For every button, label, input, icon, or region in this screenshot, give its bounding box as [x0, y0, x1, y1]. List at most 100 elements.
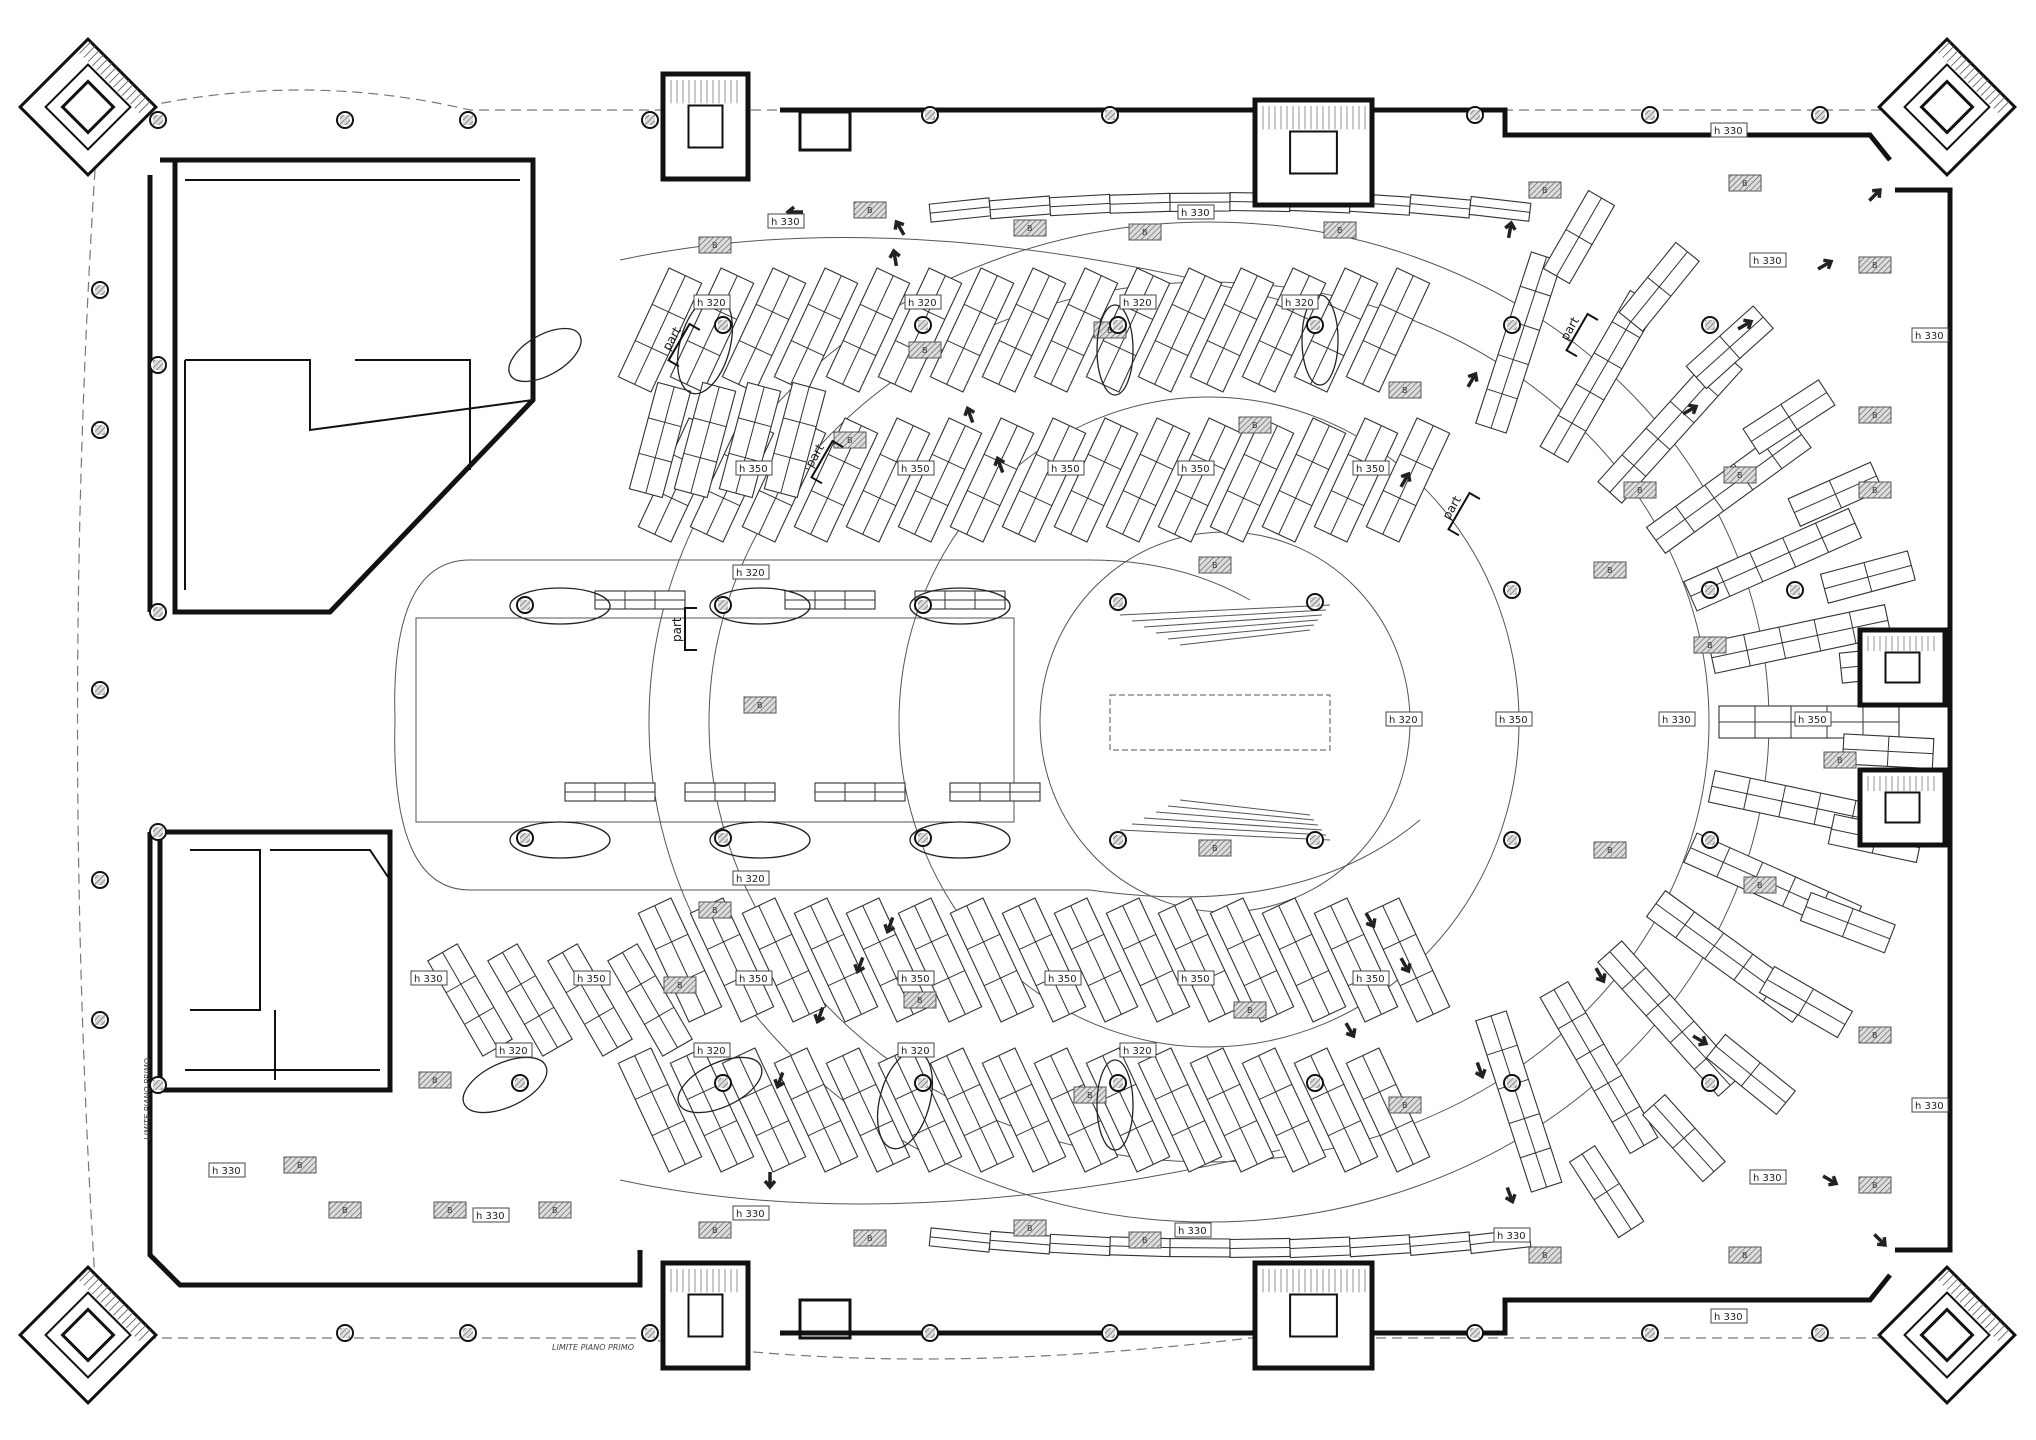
arrow-icon: [813, 1006, 826, 1025]
shelf-unit: [793, 897, 879, 1023]
bin-marker-b: B: [1858, 406, 1892, 424]
height-tag: h 330: [1749, 252, 1787, 268]
shelf-unit: [1705, 1033, 1797, 1116]
height-tag: h 330: [410, 970, 448, 986]
shelf-unit: [1001, 417, 1087, 543]
column: [1701, 316, 1719, 334]
svg-text:B: B: [1337, 226, 1343, 235]
height-tag: h 330: [1174, 1222, 1212, 1238]
column-surround: [909, 821, 1011, 859]
svg-text:B: B: [297, 1161, 303, 1170]
bin-marker-b: B: [1593, 561, 1627, 579]
bin-marker-b: B: [1858, 1026, 1892, 1044]
bin-marker-b: B: [1728, 1246, 1762, 1264]
svg-text:B: B: [342, 1206, 348, 1215]
height-tag-label: h 330: [476, 1211, 505, 1222]
column: [1811, 1324, 1829, 1342]
arrow-icon: [1466, 371, 1479, 388]
shelf-unit: [949, 897, 1035, 1023]
svg-text:B: B: [712, 241, 718, 250]
bin-marker-b: B: [698, 1221, 732, 1239]
bin-marker-b: B: [283, 1156, 317, 1174]
svg-text:B: B: [1212, 561, 1218, 570]
height-tag: h 350: [735, 460, 773, 476]
height-tag: h 320: [1281, 294, 1319, 310]
shelf-unit: [1539, 980, 1659, 1155]
shelf-unit: [718, 381, 782, 499]
column: [1109, 831, 1127, 849]
column: [1109, 1074, 1127, 1092]
bin-marker-b: B: [903, 991, 937, 1009]
arrow-icon: [1364, 912, 1377, 929]
bin-marker-b: B: [1528, 1246, 1562, 1264]
bin-marker-b: B: [1128, 223, 1162, 241]
shelf-unit: [1618, 241, 1700, 332]
bin-marker-b: B: [853, 1229, 887, 1247]
shelf-unit: [1209, 897, 1295, 1023]
height-tag-label: h 350: [1181, 974, 1210, 985]
shelf-unit: [825, 1047, 911, 1173]
column: [91, 1011, 109, 1029]
shelf-unit: [1169, 1238, 1231, 1258]
corner-towers: [17, 36, 2018, 1406]
shelf-unit: [897, 417, 983, 543]
seating-row: [1143, 614, 1323, 628]
height-tag-label: h 330: [736, 1209, 765, 1220]
height-tag: h 330: [1911, 1097, 1949, 1113]
arrow-icon: [963, 405, 976, 424]
shelf-unit: [1365, 897, 1451, 1023]
arrow-icon: [1594, 967, 1607, 984]
bin-marker-b: B: [1623, 481, 1657, 499]
svg-text:B: B: [867, 206, 873, 215]
column: [1306, 1074, 1324, 1092]
column-surround: [509, 587, 611, 625]
shelf-unit: [1189, 267, 1275, 393]
shelf-unit: [427, 943, 513, 1057]
bin-marker-b: B: [1388, 381, 1422, 399]
height-tag-label: h 330: [1714, 126, 1743, 137]
bin-marker-b: B: [1233, 1001, 1267, 1019]
column: [1503, 1074, 1521, 1092]
bin-marker-b: B: [1013, 219, 1047, 237]
arrow-icon: [883, 916, 896, 935]
bin-marker-b: B: [1238, 416, 1272, 434]
shelf-unit: [1707, 604, 1892, 675]
column: [641, 111, 659, 129]
svg-text:B: B: [1247, 1006, 1253, 1015]
shelf-unit: [1053, 897, 1139, 1023]
stair-core: [660, 1260, 751, 1371]
height-tag-label: h 350: [901, 974, 930, 985]
height-tag-label: h 330: [1181, 208, 1210, 219]
height-tag-label: h 320: [1285, 298, 1314, 309]
limit-label: LIMITE PIANO PRIMO: [552, 1343, 634, 1352]
direction-arrows: [763, 188, 1887, 1247]
column: [1641, 1324, 1659, 1342]
svg-text:B: B: [552, 1206, 558, 1215]
column-surround: [509, 821, 611, 859]
elevator: [798, 110, 852, 152]
arrow-icon: [763, 1172, 777, 1190]
corner-tower: [1876, 36, 2018, 178]
bin-marker-b: B: [433, 1201, 467, 1219]
svg-text:B: B: [757, 701, 763, 710]
bin-marker-b: B: [1013, 1219, 1047, 1237]
arrow-icon: [1344, 1022, 1357, 1039]
height-tag: h 320: [1119, 294, 1157, 310]
column: [1641, 106, 1659, 124]
column: [149, 823, 167, 841]
arrow-icon: [1873, 1233, 1887, 1247]
svg-text:B: B: [1542, 186, 1548, 195]
height-tag-label: h 350: [1051, 464, 1080, 475]
column: [459, 1324, 477, 1342]
svg-text:B: B: [867, 1234, 873, 1243]
shelf-unit: [1109, 192, 1171, 214]
column: [1811, 106, 1829, 124]
bin-marker-b: B: [328, 1201, 362, 1219]
height-tag-label: h 320: [908, 298, 937, 309]
column-surround: [709, 821, 811, 859]
height-tag: h 320: [897, 1042, 935, 1058]
height-tag-label: h 320: [697, 1046, 726, 1057]
shelf-unit: [949, 417, 1035, 543]
arrow-icon: [1737, 318, 1754, 331]
arrow-icon: [1822, 1174, 1839, 1187]
